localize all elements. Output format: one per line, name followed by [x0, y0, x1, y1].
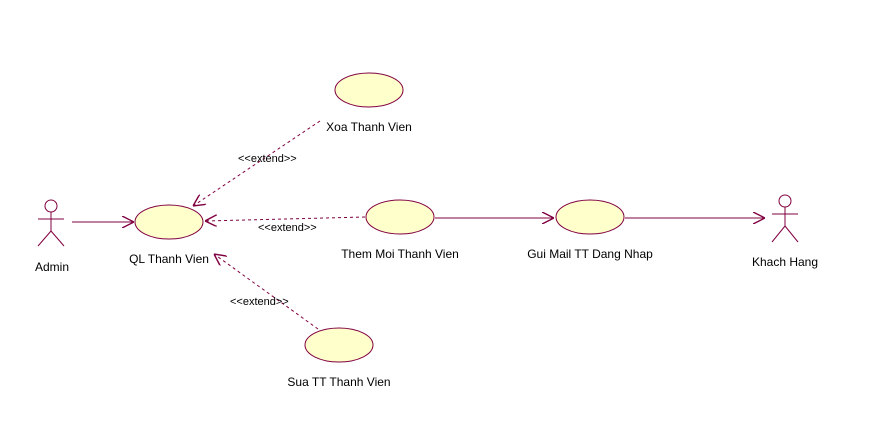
actor-admin[interactable]: Admin [35, 199, 69, 274]
extend-label-sua: <<extend>> [230, 296, 289, 308]
actor-label-khach-hang: Khach Hang [752, 255, 818, 269]
use-case-gui-mail[interactable]: Gui Mail TT Dang Nhap [527, 199, 653, 261]
use-case-them[interactable]: Them Moi Thanh Vien [341, 199, 459, 261]
use-case-ql[interactable]: QL Thanh Vien [129, 204, 209, 266]
use-case-label-them: Them Moi Thanh Vien [341, 247, 459, 261]
stick-figure-icon [37, 199, 65, 247]
use-case-label-gui-mail: Gui Mail TT Dang Nhap [527, 247, 653, 261]
extend-them-ql [205, 217, 366, 221]
extend-sua-ql [214, 254, 319, 330]
extend-label-xoa: <<extend>> [238, 153, 297, 165]
extend-xoa-ql [193, 120, 321, 206]
use-case-label-xoa: Xoa Thanh Vien [326, 120, 412, 134]
actor-khach-hang[interactable]: Khach Hang [752, 194, 818, 269]
use-case-label-sua: Sua TT Thanh Vien [287, 375, 390, 389]
extend-label-them: <<extend>> [258, 222, 317, 234]
actor-label-admin: Admin [35, 260, 69, 274]
use-case-sua[interactable]: Sua TT Thanh Vien [287, 327, 391, 389]
stick-figure-icon [771, 194, 799, 243]
use-case-xoa[interactable]: Xoa Thanh Vien [326, 72, 412, 134]
use-case-label-ql: QL Thanh Vien [129, 252, 209, 266]
